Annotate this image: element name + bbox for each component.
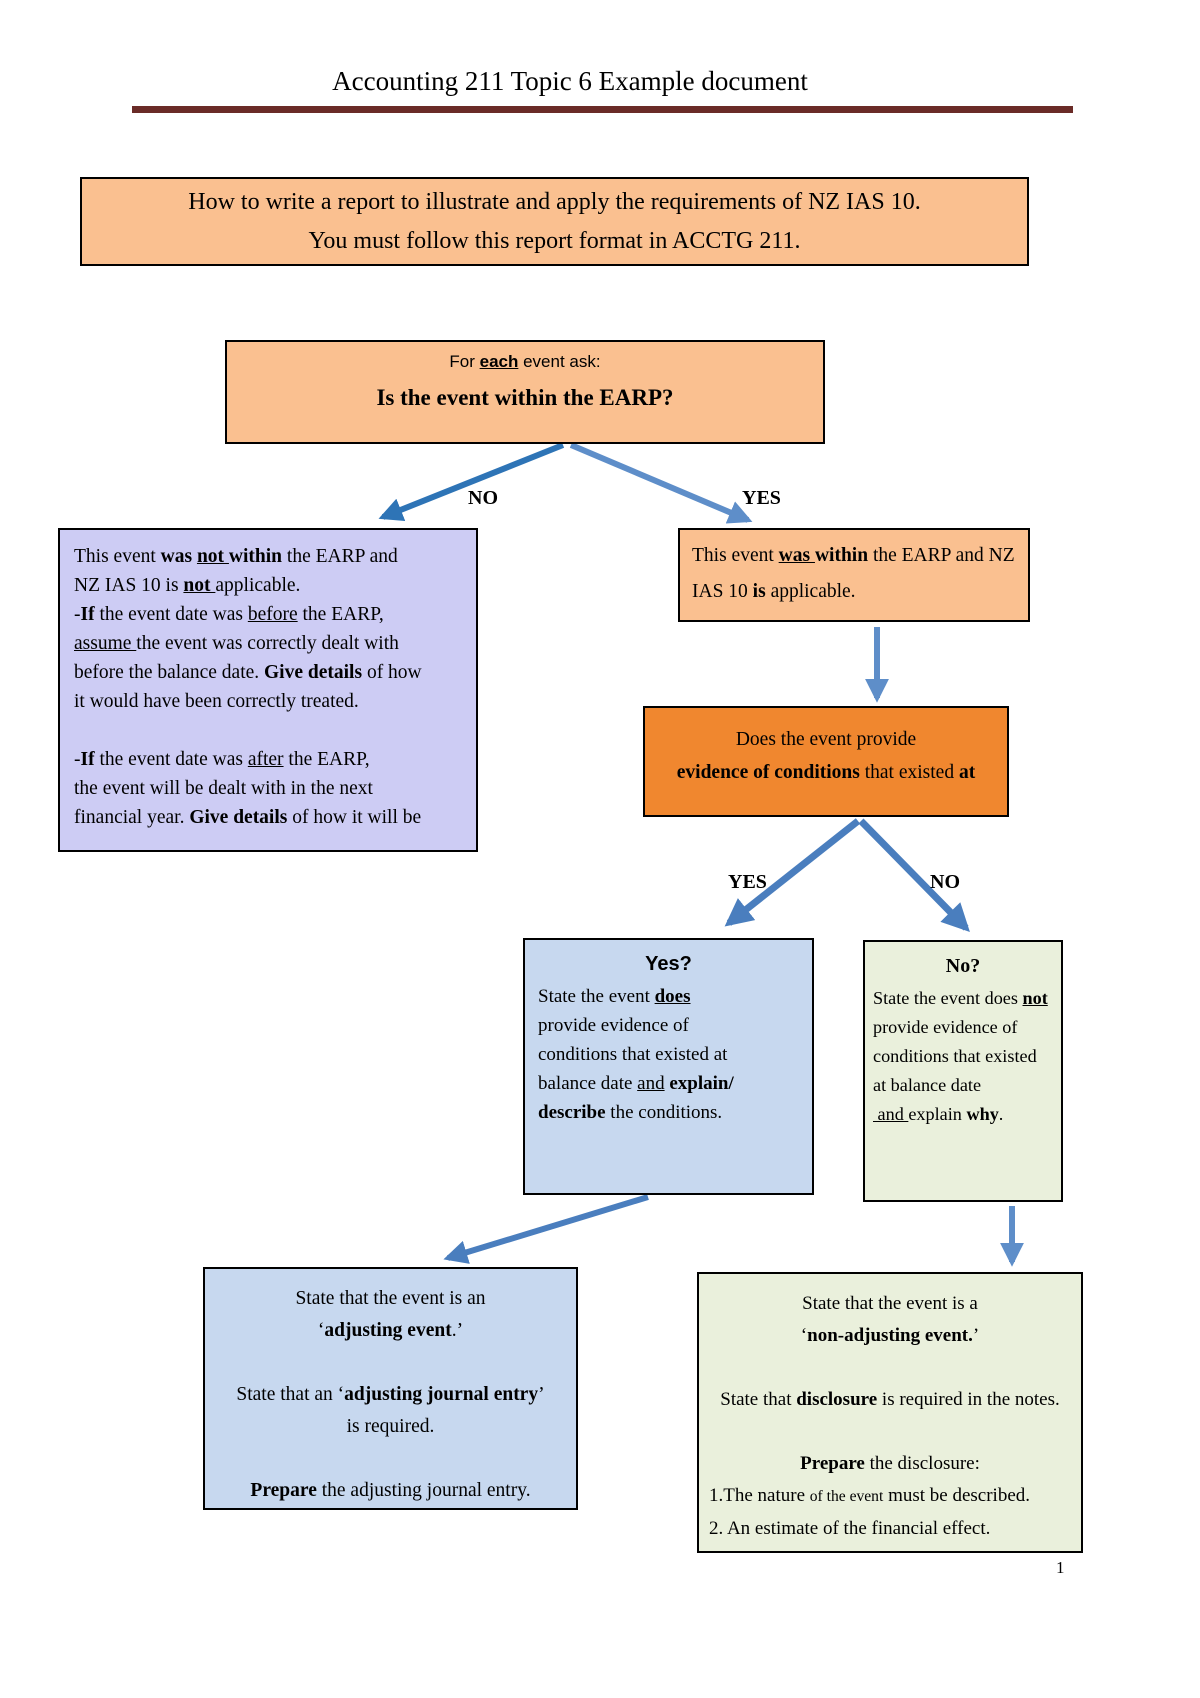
non-adjusting-event-box: State that the event is a‘non-adjusting … (697, 1272, 1083, 1553)
banner-line-2: You must follow this report format in AC… (308, 228, 801, 254)
ask-question-box: For each event ask: Is the event within … (225, 340, 825, 444)
adjusting-event-box: State that the event is an‘adjusting eve… (203, 1267, 578, 1510)
branch1-yes-label: YES (742, 487, 781, 509)
title-underline-rule (132, 106, 1073, 113)
page-title: Accounting 211 Topic 6 Example document (332, 66, 808, 96)
arrow-yes-to-adjusting (443, 1194, 649, 1264)
arrow-yes-branch1 (569, 442, 753, 524)
page-number: 1 (1056, 1558, 1065, 1577)
ask-box-question: Is the event within the EARP? (376, 385, 674, 410)
branch1-no-label: NO (468, 487, 498, 509)
intro-banner-box: How to write a report to illustrate and … (80, 177, 1029, 266)
branch2-yes-label: YES (728, 871, 767, 893)
yes-box-heading: Yes? (645, 953, 692, 975)
ask-box-intro: For each event ask: (449, 352, 601, 371)
banner-line-1: How to write a report to illustrate and … (188, 189, 921, 215)
branch2-no-label: NO (930, 871, 960, 893)
no-box-heading: No? (945, 955, 981, 977)
